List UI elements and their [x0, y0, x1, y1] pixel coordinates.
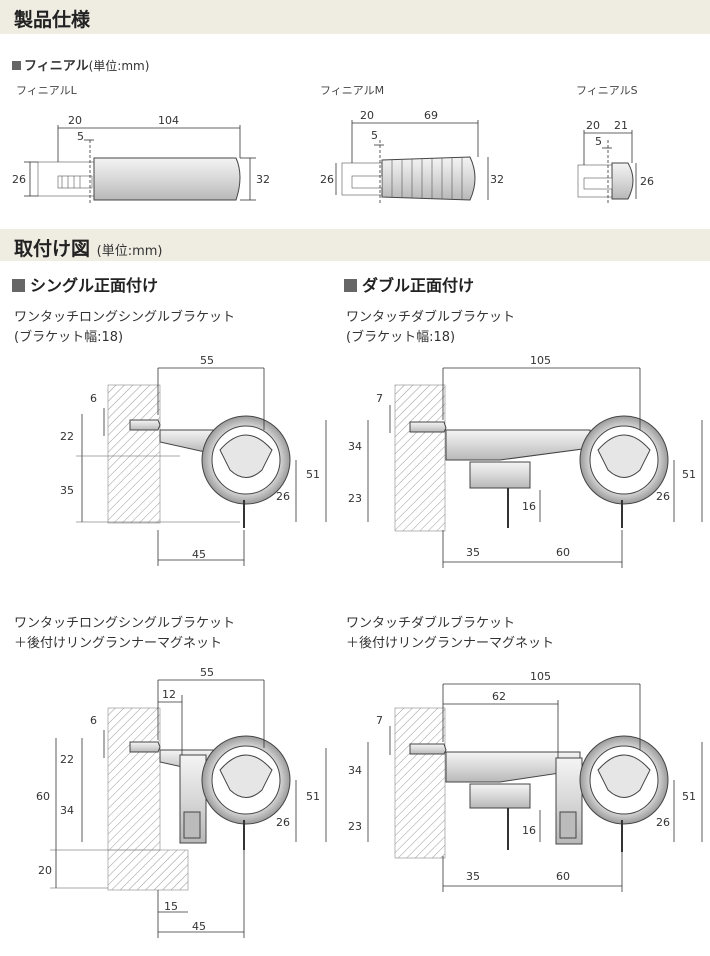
- d3-f: 20: [38, 864, 52, 877]
- finial-heading: フィニアル(単位:mm): [12, 55, 149, 74]
- finial-s-body: [611, 162, 634, 200]
- d1-a: 6: [90, 392, 97, 405]
- header-band: [0, 0, 710, 34]
- d4-caption: ワンタッチダブルブラケット＋後付けリングランナーマグネット: [346, 616, 555, 651]
- d2-c: 23: [348, 492, 362, 505]
- finial-m-body: [381, 156, 476, 201]
- finial-l-dim-20: 20: [68, 114, 82, 127]
- finial-m-name: フィニアルM: [320, 84, 385, 97]
- finial-s-name: フィニアルS: [576, 84, 638, 97]
- diagram-double: [367, 367, 703, 568]
- finial-l-dim-32: 32: [256, 173, 270, 186]
- finial-m-dim-5: 5: [371, 129, 378, 142]
- finial-l-name: フィニアルL: [16, 84, 77, 97]
- d3-bottom: 45: [192, 920, 206, 933]
- d2-top: 105: [530, 354, 551, 367]
- d3-r1: 51: [306, 790, 320, 803]
- d2-b2: 60: [556, 546, 570, 559]
- d3-c: 34: [60, 804, 74, 817]
- finial-m-dim-32: 32: [490, 173, 504, 186]
- finial-s-dim-26: 26: [640, 175, 654, 188]
- square-bullet-icon: [12, 61, 21, 70]
- d1-b: 22: [60, 430, 74, 443]
- d1-r1: 51: [306, 468, 320, 481]
- finial-m-drawing: [335, 120, 489, 205]
- d1-c: 35: [60, 484, 74, 497]
- d3-r2: 26: [276, 816, 290, 829]
- finial-s-dim-5: 5: [595, 135, 602, 148]
- d1-caption: ワンタッチロングシングルブラケット(ブラケット幅:18): [14, 310, 236, 345]
- d4-a: 7: [376, 714, 383, 727]
- diagram-double-magnet: [367, 683, 703, 892]
- d2-caption: ワンタッチダブルブラケット(ブラケット幅:18): [346, 310, 516, 345]
- d4-c: 23: [348, 820, 362, 833]
- square-bullet-icon: [344, 279, 357, 292]
- double-heading: ダブル正面付け: [344, 272, 474, 296]
- d3-t2: 12: [162, 688, 176, 701]
- finial-l-body: [93, 157, 241, 201]
- d2-b1: 35: [466, 546, 480, 559]
- d2-r2: 26: [656, 490, 670, 503]
- single-heading: シングル正面付け: [12, 272, 158, 296]
- d4-b2: 60: [556, 870, 570, 883]
- d3-top: 55: [200, 666, 214, 679]
- d2-b: 34: [348, 440, 362, 453]
- finial-m-dim-69: 69: [424, 109, 438, 122]
- d4-m: 16: [522, 824, 536, 837]
- d3-h: 60: [36, 790, 50, 803]
- page-title: 製品仕様: [14, 9, 91, 31]
- mount-title: 取付け図 (単位:mm): [14, 238, 163, 260]
- finial-l-dim-5: 5: [77, 130, 84, 143]
- d1-bottom: 45: [192, 548, 206, 561]
- finial-m-dim-26: 26: [320, 173, 334, 186]
- d2-m: 16: [522, 500, 536, 513]
- d4-t2: 62: [492, 690, 506, 703]
- finial-m-dim-20: 20: [360, 109, 374, 122]
- d4-top: 105: [530, 670, 551, 683]
- finial-s-dim-21: 21: [614, 119, 628, 132]
- d1-r2: 26: [276, 490, 290, 503]
- d3-b: 22: [60, 753, 74, 766]
- finial-s-dim-20: 20: [586, 119, 600, 132]
- finial-l-drawing: [24, 125, 256, 205]
- d2-r1: 51: [682, 468, 696, 481]
- mount-band: [0, 229, 710, 261]
- d4-b1: 35: [466, 870, 480, 883]
- diagram-single: [76, 367, 327, 566]
- d4-r2: 26: [656, 816, 670, 829]
- square-bullet-icon: [12, 279, 25, 292]
- d4-b: 34: [348, 764, 362, 777]
- diagram-single-magnet: [50, 679, 327, 938]
- d1-top: 55: [200, 354, 214, 367]
- d4-r1: 51: [682, 790, 696, 803]
- d2-a: 7: [376, 392, 383, 405]
- finial-s-drawing: [577, 130, 637, 205]
- finial-l-dim-104: 104: [158, 114, 179, 127]
- d3-s: 15: [164, 900, 178, 913]
- d3-a: 6: [90, 714, 97, 727]
- finial-l-dim-26: 26: [12, 173, 26, 186]
- d3-caption: ワンタッチロングシングルブラケット＋後付けリングランナーマグネット: [14, 616, 236, 651]
